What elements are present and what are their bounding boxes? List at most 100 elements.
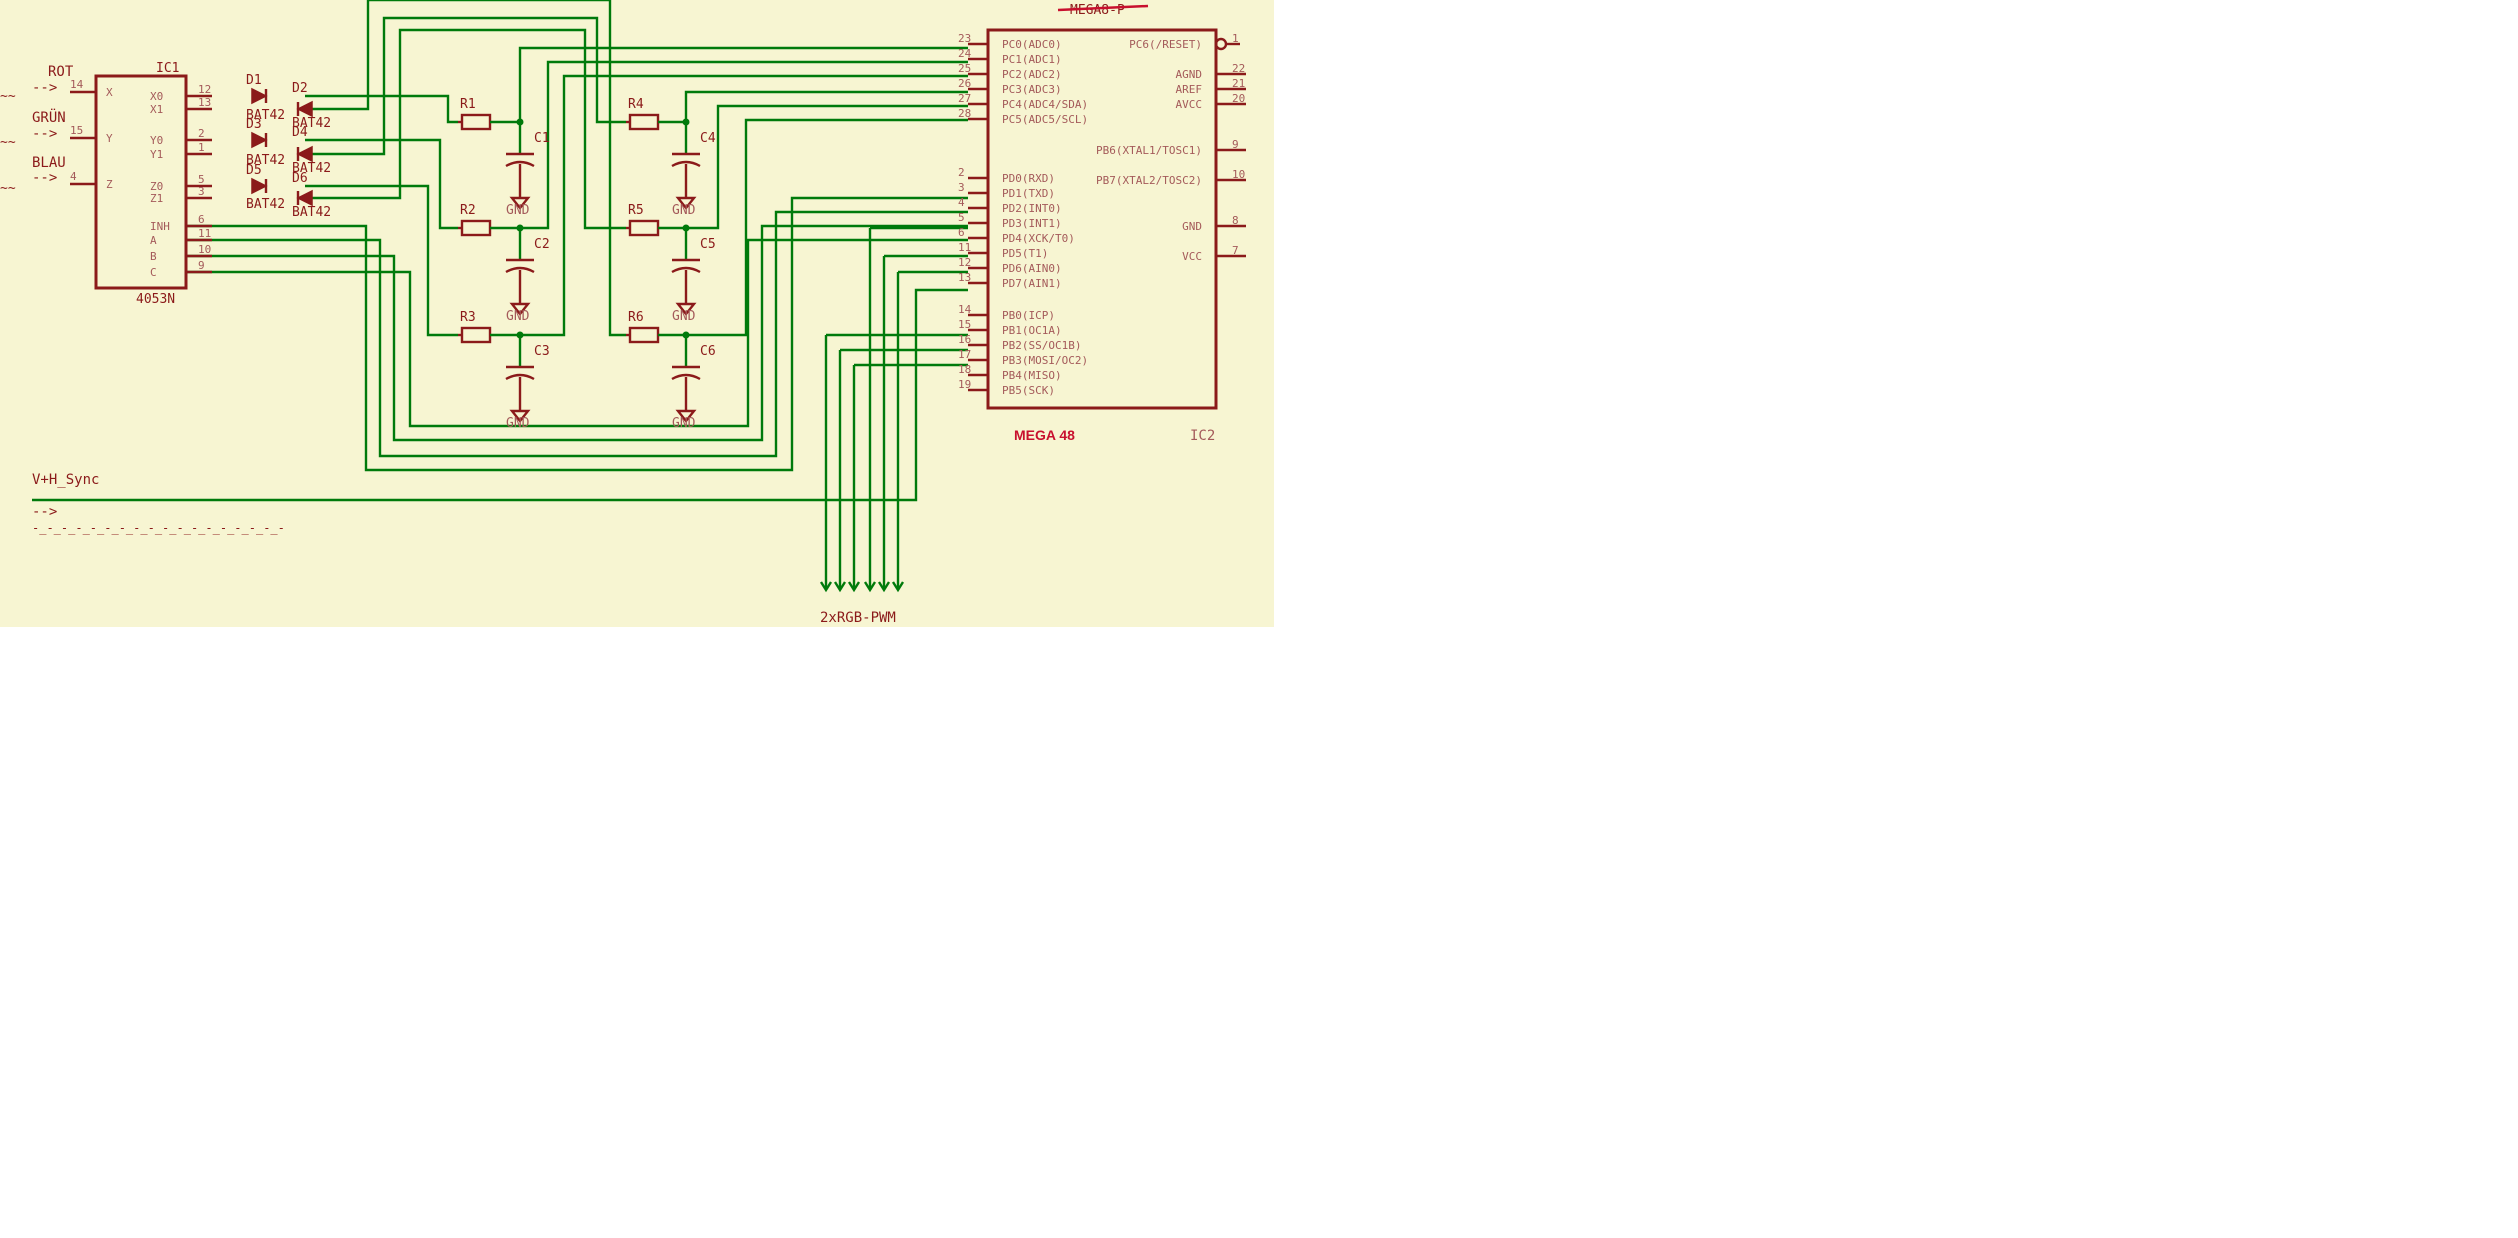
ic2-pin-name: AVCC <box>1176 98 1203 111</box>
ic2-pin-number: 5 <box>958 211 965 224</box>
ic2-pin-name: PD2(INT0) <box>1002 202 1062 215</box>
wire-c3-pc2 <box>520 74 968 337</box>
pwm-label: 2xRGB-PWM <box>820 610 896 626</box>
input-rot-arrow: --> <box>32 80 57 96</box>
ic2-pin-number: 25 <box>958 62 971 75</box>
ic2-pin-number: 19 <box>958 378 971 391</box>
wire-c6-pc5 <box>686 118 968 337</box>
ic2-pin-number: 2 <box>958 166 965 179</box>
ic2-pin-name: VCC <box>1182 250 1202 263</box>
sync-arrow: --> <box>32 504 57 520</box>
diode-ref: D2 <box>292 81 308 96</box>
schematic-sheet: ROT --> ~~ GRÜN --> ~~ BLAU --> ~~ IC1 4… <box>0 0 1274 627</box>
ic2-pin-name: PD7(AIN1) <box>1002 277 1062 290</box>
gnd-label: GND <box>672 416 696 431</box>
ic2-pin-name: PB2(SS/OC1B) <box>1002 339 1081 352</box>
resistor-body <box>460 219 492 237</box>
ic2-pin-name: PB4(MISO) <box>1002 369 1062 382</box>
wire-a-pd1 <box>186 210 968 458</box>
ic1-pin-name: INH <box>150 220 170 233</box>
ic2-pin-number: 15 <box>958 318 971 331</box>
resistor-ref: R1 <box>460 97 476 112</box>
ic2-pin-number: 10 <box>1232 168 1245 181</box>
ic2-pin-name: AGND <box>1176 68 1203 81</box>
wire-z1-r5 <box>305 28 626 230</box>
capacitor-ref: C6 <box>700 344 716 359</box>
ic1-pin-number: 3 <box>198 185 205 198</box>
gnd-symbol <box>509 196 531 210</box>
gnd-label: GND <box>672 309 696 324</box>
ic2-pin-name: PC2(ADC2) <box>1002 68 1062 81</box>
wires <box>32 0 968 572</box>
diode-symbol <box>251 131 268 149</box>
wire-sync-pd7 <box>32 288 968 502</box>
ic2-pin-number: 21 <box>1232 77 1245 90</box>
wire-inh-pd0 <box>186 196 968 472</box>
sync-label: V+H_Sync <box>32 472 99 488</box>
capacitor-ref: C5 <box>700 237 716 252</box>
ic2-pin-number: 3 <box>958 181 965 194</box>
capacitor-plate-curved <box>505 160 535 168</box>
wire-c2-pc1 <box>520 60 968 230</box>
ic2-pin-name: PB1(OC1A) <box>1002 324 1062 337</box>
ic2-pin-number: 11 <box>958 241 971 254</box>
ic2-pin-number: 9 <box>1232 138 1239 151</box>
ic1-pin-name: X <box>106 86 113 99</box>
wire-b-pd2 <box>186 224 968 442</box>
ic2-pin-name: PD3(INT1) <box>1002 217 1062 230</box>
wire-c-pd3 <box>186 238 968 428</box>
gnd-label: GND <box>506 203 530 218</box>
ic1-pin-name: B <box>150 250 157 263</box>
ic1-pin-number: 14 <box>70 78 84 91</box>
ic1-pin-number: 1 <box>198 141 205 154</box>
input-blau-label: BLAU <box>32 155 66 171</box>
ic2-pin-number: 14 <box>958 303 972 316</box>
resistor-ref: R3 <box>460 310 476 325</box>
resistor-ref: R5 <box>628 203 644 218</box>
resistor-body <box>628 113 660 131</box>
wire-z1-r3 <box>305 184 458 337</box>
ic1-pin-name: Z <box>106 178 113 191</box>
ic1-pin-name: X1 <box>150 103 163 116</box>
wire-x1-r1 <box>305 94 458 124</box>
ic2-pin-name: PC1(ADC1) <box>1002 53 1062 66</box>
input-gruen-tilde: ~~ <box>0 135 16 150</box>
capacitor-plate-curved <box>505 266 535 274</box>
input-gruen-label: GRÜN <box>32 108 66 126</box>
ic1-pin-name: Z1 <box>150 192 163 205</box>
ic1-pin-name: Z0 <box>150 180 163 193</box>
ic2-pin-number: 26 <box>958 77 971 90</box>
ic2-pin-number: 27 <box>958 92 971 105</box>
ic1-pin-number: 6 <box>198 213 205 226</box>
gnd-symbol <box>675 409 697 423</box>
ic2-struck-label: MEGA8-P <box>1070 3 1125 18</box>
ic1-body <box>94 74 188 290</box>
ic2-label: MEGA 48 <box>1014 427 1075 443</box>
ic2-pin-number: 24 <box>958 47 972 60</box>
capacitor-ref: C1 <box>534 131 550 146</box>
ic2-pin-name: PB3(MOSI/OC2) <box>1002 354 1088 367</box>
resistor-ref: R6 <box>628 310 644 325</box>
schematic-drawing: ROT --> ~~ GRÜN --> ~~ BLAU --> ~~ IC1 4… <box>0 0 1246 626</box>
ic2-pin-number: 4 <box>958 196 965 209</box>
input-blau-tilde: ~~ <box>0 181 16 196</box>
ic2-pin-name: PC3(ADC3) <box>1002 83 1062 96</box>
resistor-ref: R2 <box>460 203 476 218</box>
ic2-right-pins: 1PC6(/RESET)22AGND21AREF20AVCC9PB6(XTAL1… <box>1096 32 1246 263</box>
sync-pattern: -_-_-_-_-_-_-_-_-_-_-_-_-_-_-_-_-_- <box>32 521 285 535</box>
capacitor-plate-curved <box>505 373 535 381</box>
ic1-pin-number: 10 <box>198 243 211 256</box>
resistor-ref: R4 <box>628 97 644 112</box>
ic1-pin-name: Y1 <box>150 148 163 161</box>
ic2-pin-number: 13 <box>958 271 971 284</box>
ic1-pin-name: C <box>150 266 157 279</box>
ic1-part: 4053N <box>136 292 175 307</box>
ic2-pin-name: PB0(ICP) <box>1002 309 1055 322</box>
ic2-pin-name: PD5(T1) <box>1002 247 1048 260</box>
